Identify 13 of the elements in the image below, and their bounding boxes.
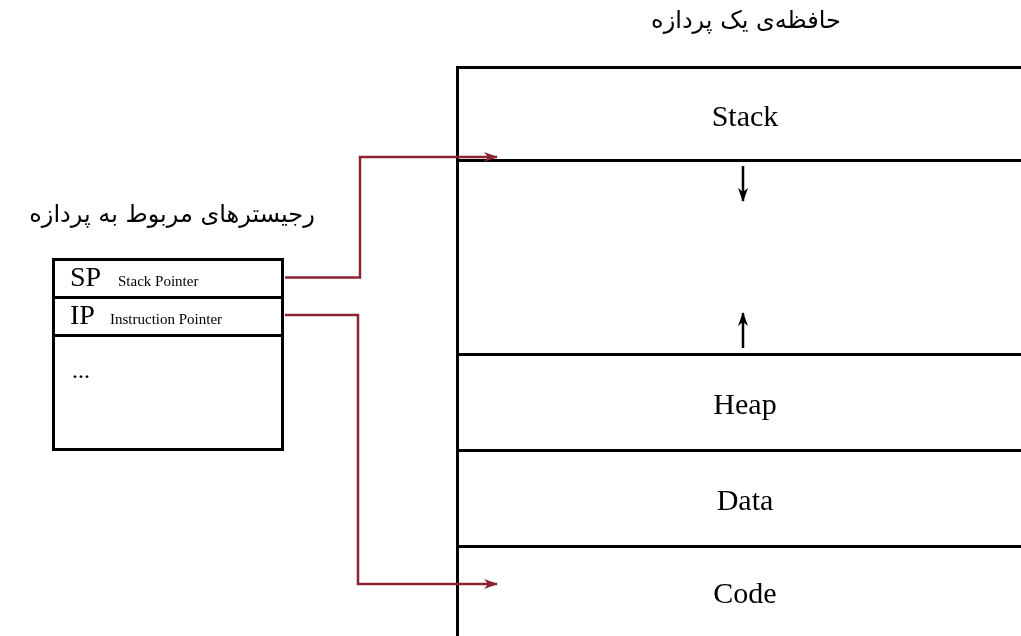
register-name: IP (70, 298, 95, 332)
register-description: Instruction Pointer (110, 310, 223, 329)
memory-heading: حافظه‌ی یک پردازه (650, 6, 842, 34)
register-name: SP (70, 260, 102, 294)
arrow (285, 313, 498, 589)
memory-segment: Heap (456, 353, 1021, 449)
register-row: ... (52, 334, 284, 450)
memory-segment: Code (456, 545, 1021, 636)
registers-heading: رجیسترهای مربوط به پردازه (28, 200, 316, 228)
memory-segment: Stack (456, 66, 1021, 160)
register-description: Stack Pointer (118, 272, 199, 291)
memory-segment: Data (456, 449, 1021, 545)
arrow (285, 152, 498, 279)
